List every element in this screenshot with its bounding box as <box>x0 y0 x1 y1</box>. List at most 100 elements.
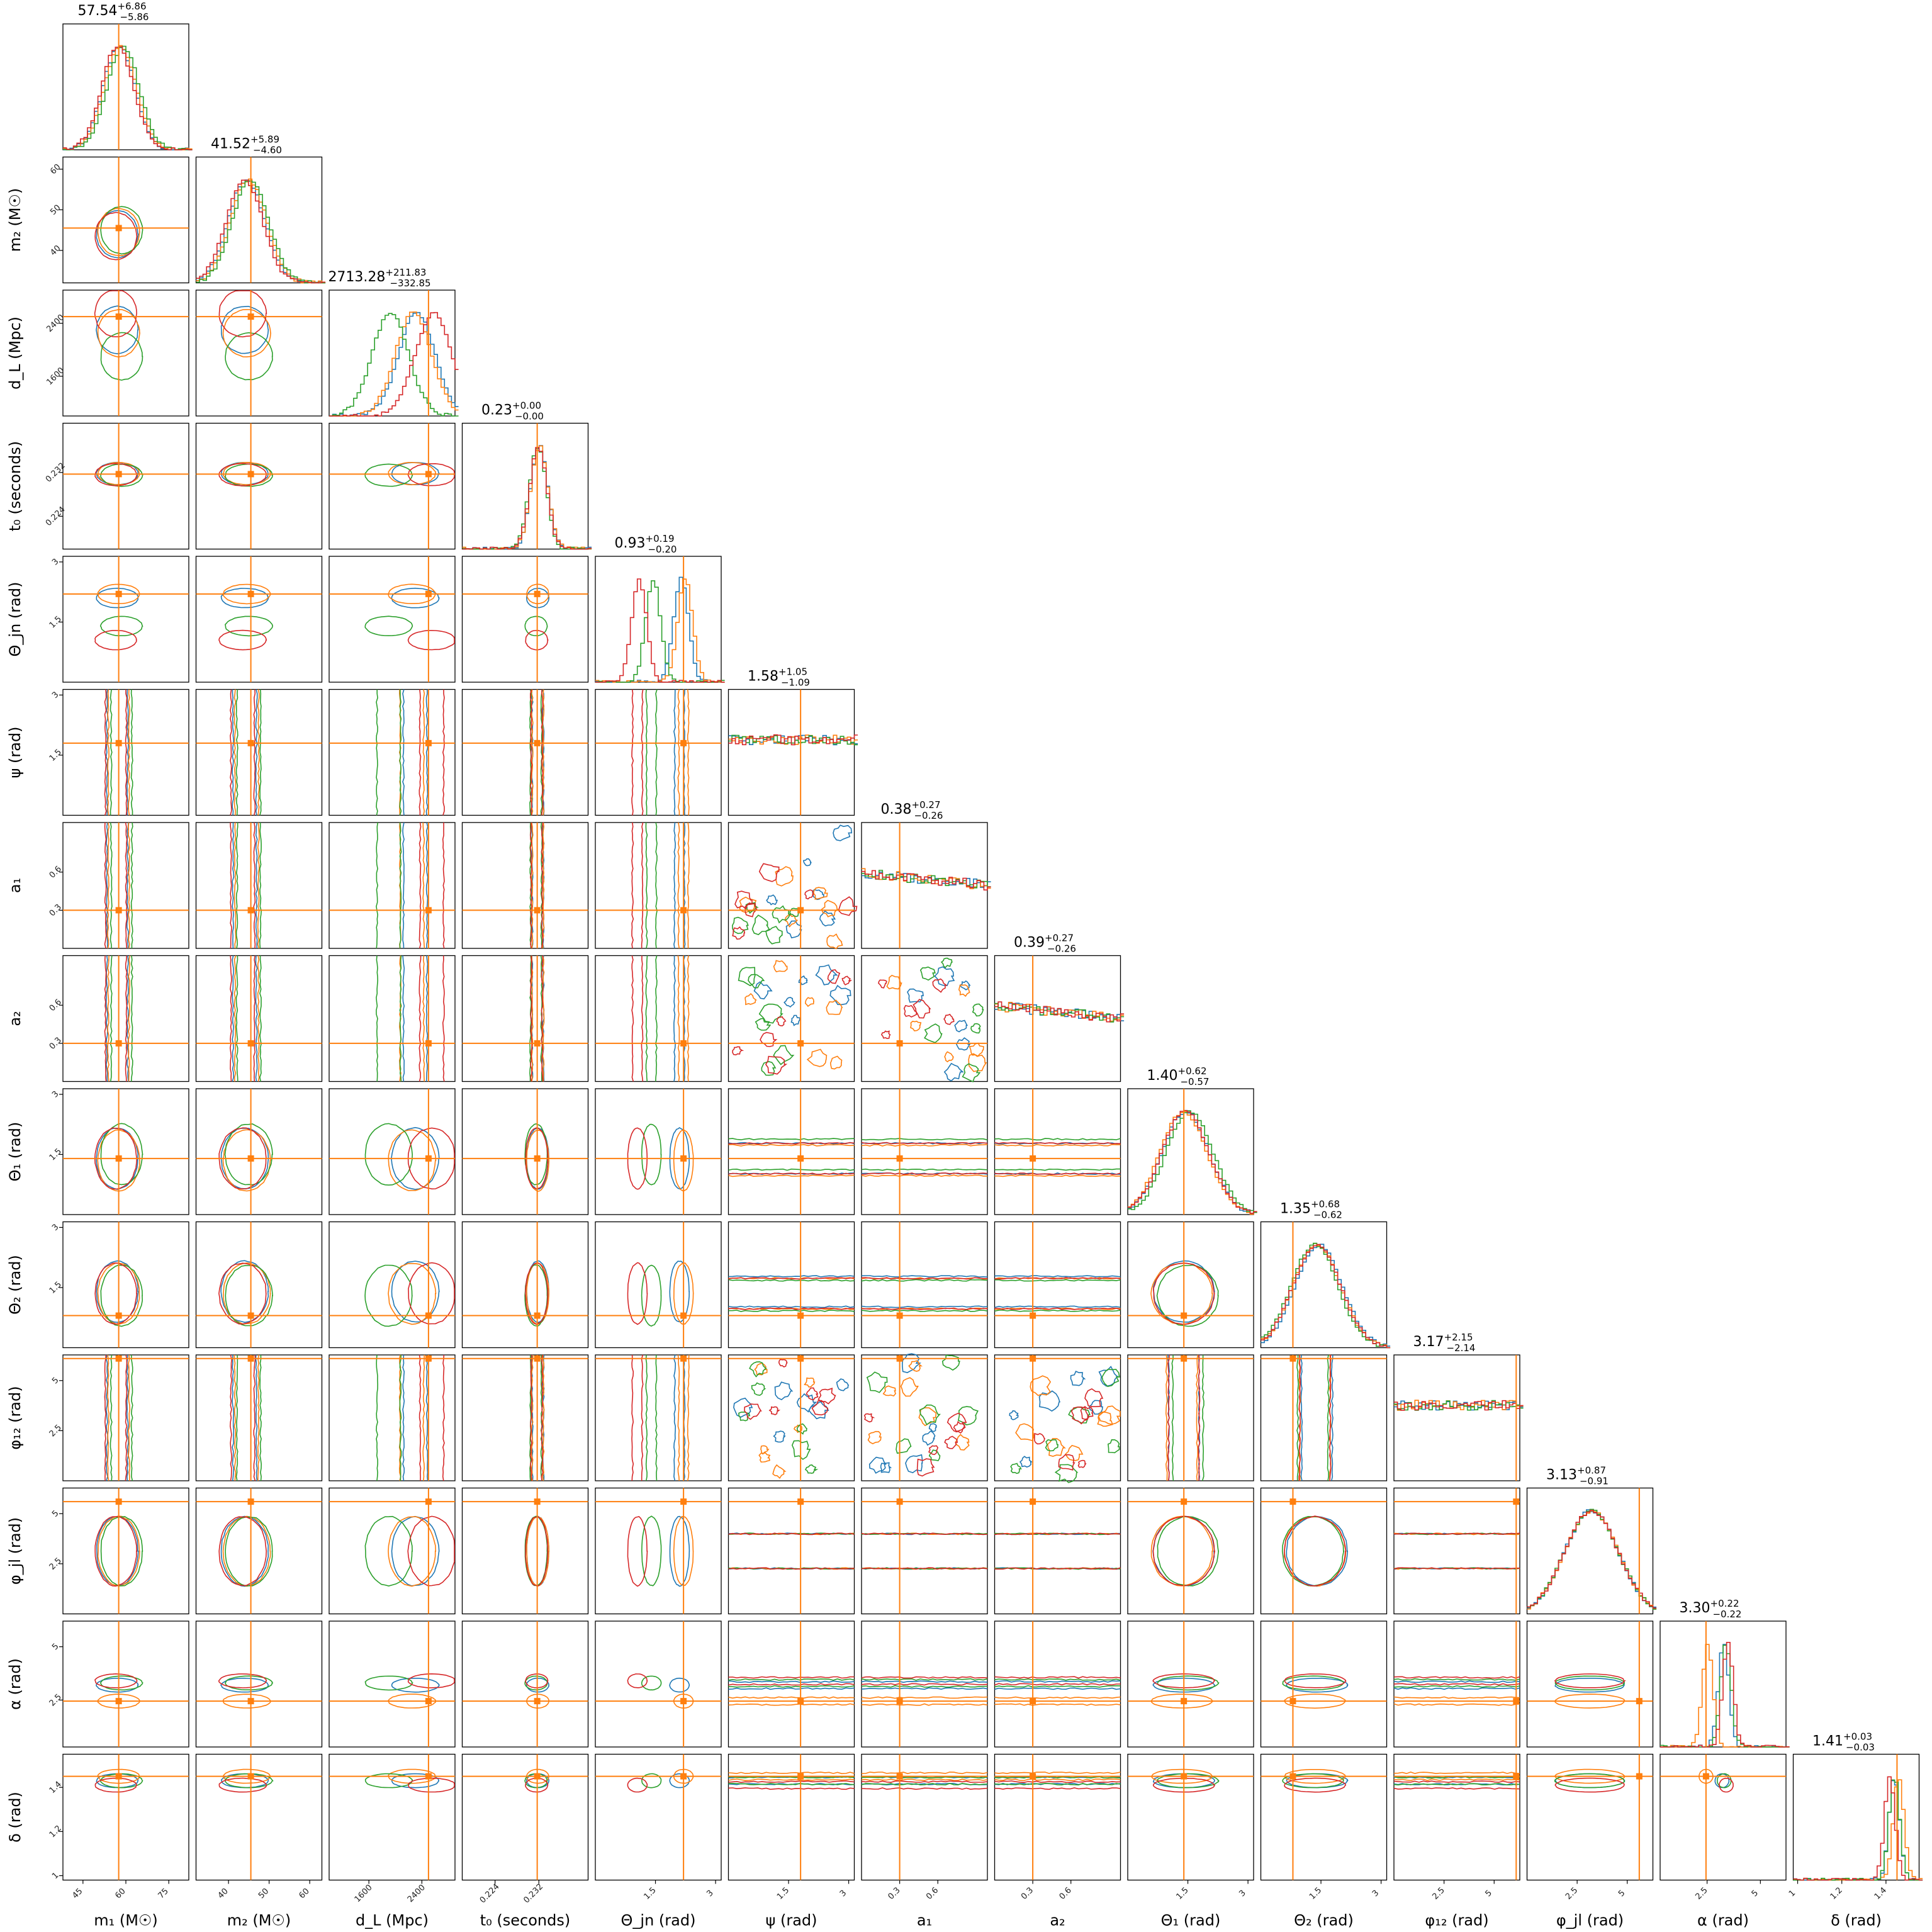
contour-red <box>817 1388 836 1405</box>
contour-red <box>994 1567 1121 1570</box>
truth-marker <box>115 1040 122 1047</box>
contour-green <box>654 689 658 816</box>
diag-title-3: 0.23+0.00−0.00 <box>481 400 544 422</box>
contour-green <box>1156 1264 1219 1327</box>
truth-marker <box>115 739 122 746</box>
contour-green <box>641 1515 662 1587</box>
diag-panel-11: 3.13+0.87−0.91 <box>1526 1465 1657 1615</box>
truth-marker <box>680 739 687 746</box>
panel-6-11 <box>861 1487 988 1615</box>
contour-orange <box>673 1129 694 1192</box>
contour-red <box>861 1787 988 1790</box>
diag-title-8: 1.40+0.62−0.57 <box>1147 1065 1210 1087</box>
panel-frame <box>861 1088 988 1215</box>
contour-blue <box>525 588 550 609</box>
diag-title-1: 41.52+5.89−4.60 <box>211 134 282 156</box>
y-tick-label: 1.5 <box>48 614 64 630</box>
truth-marker <box>1289 1773 1296 1780</box>
truth-marker <box>115 590 122 597</box>
panel-11-12 <box>1526 1620 1654 1748</box>
y-axis-title-1: m₂ (M☉) <box>6 188 24 252</box>
contour-red <box>218 290 267 338</box>
contour-orange <box>1065 1444 1084 1461</box>
contour-red <box>218 1262 267 1325</box>
contour-blue <box>220 1677 269 1693</box>
panel-10-12 <box>1393 1620 1520 1748</box>
contour-red <box>641 1354 644 1481</box>
contour-green <box>773 1045 795 1065</box>
contour-red <box>994 1532 1121 1536</box>
panel-frame <box>329 1354 456 1481</box>
contour-green <box>1393 1678 1520 1681</box>
y-tick-label: 5 <box>50 1642 60 1652</box>
panel-frame <box>195 156 323 284</box>
truth-marker <box>1513 1773 1520 1780</box>
contour-green <box>728 1776 855 1779</box>
contour-green <box>130 1355 133 1481</box>
truth-marker <box>797 1698 804 1705</box>
contour-green <box>100 332 143 381</box>
contour-green <box>364 1675 413 1691</box>
panel-5-7 <box>727 955 855 1082</box>
histogram-red <box>1128 1109 1257 1214</box>
contour-red <box>125 1354 128 1481</box>
diag-title-2: 2713.28+211.83−332.85 <box>328 267 430 289</box>
contour-red <box>627 1262 648 1325</box>
panel-7-9 <box>994 1221 1121 1349</box>
contour-green <box>804 1464 819 1474</box>
contour-blue <box>255 822 258 949</box>
contour-blue <box>922 1430 936 1446</box>
contour-green <box>235 689 239 816</box>
truth-marker <box>115 1155 122 1162</box>
contour-red <box>861 1683 988 1686</box>
contour-orange <box>908 1360 923 1372</box>
contour-green <box>1157 1675 1220 1691</box>
contour-blue <box>126 822 129 949</box>
panel-4-6 <box>595 822 722 949</box>
contour-orange <box>687 822 690 949</box>
contour-blue <box>934 966 955 987</box>
truth-marker <box>1636 1698 1643 1705</box>
truth-marker <box>534 1155 541 1162</box>
y-tick-label: 1.5 <box>48 1147 64 1162</box>
histogram-orange <box>728 734 858 745</box>
contour-red <box>861 1307 988 1310</box>
contour-orange <box>812 887 828 900</box>
contour-green <box>399 1354 402 1481</box>
contour-orange <box>128 955 131 1082</box>
x-tick-label: 3 <box>838 1889 848 1899</box>
truth-marker <box>247 313 254 320</box>
contour-green <box>941 1354 960 1371</box>
contour-green <box>751 1382 767 1396</box>
contour-red <box>932 978 948 993</box>
contour-red <box>734 890 753 910</box>
panel-frame <box>861 1487 988 1615</box>
contour-orange <box>677 689 680 816</box>
truth-marker <box>534 1312 541 1319</box>
contour-green <box>100 1264 143 1327</box>
histogram-green <box>196 180 326 284</box>
contour-orange <box>1030 1375 1052 1396</box>
contour-red <box>94 1777 138 1793</box>
contour-green <box>100 1123 143 1186</box>
panel-frame <box>861 1354 988 1481</box>
diag-title-10: 3.17+2.15−2.14 <box>1413 1332 1476 1354</box>
contour-blue <box>994 1680 1121 1683</box>
panel-3-6 <box>461 822 589 949</box>
histogram-green <box>63 45 193 150</box>
contour-red <box>407 1673 455 1688</box>
panel-frame <box>1127 1620 1254 1748</box>
panel-frame <box>861 1753 988 1881</box>
contour-blue <box>829 984 851 1006</box>
truth-marker <box>425 471 432 478</box>
contour-green <box>1296 1354 1300 1481</box>
contour-orange <box>97 1515 140 1587</box>
contour-green <box>641 1264 662 1327</box>
contour-blue <box>1286 1677 1349 1693</box>
contour-orange <box>677 955 680 1082</box>
contour-green <box>919 966 936 981</box>
histogram-orange <box>1261 1243 1391 1349</box>
contour-green <box>755 1018 772 1031</box>
contour-blue <box>391 587 440 609</box>
truth-marker <box>247 1355 254 1362</box>
